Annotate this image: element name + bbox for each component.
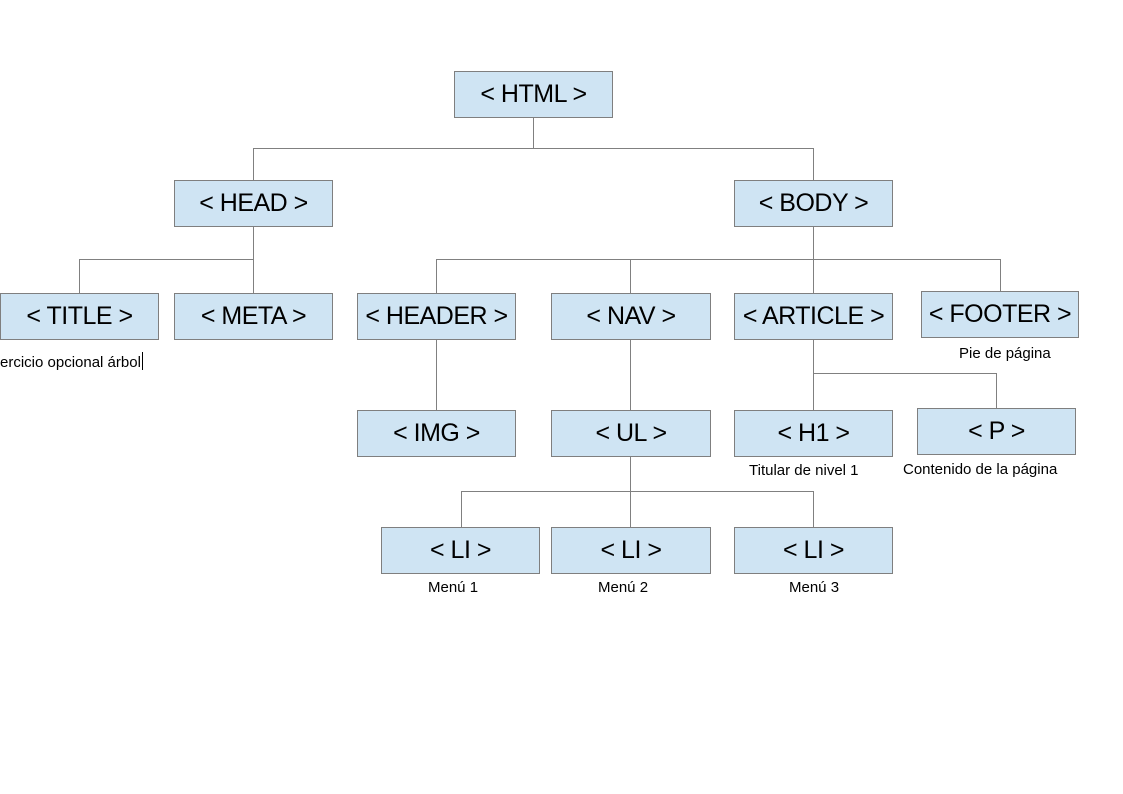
li-3-note: Menú 3 [789, 579, 840, 596]
text-cursor [141, 352, 143, 370]
edge-head-bus [79, 259, 254, 260]
edge-li3 [813, 491, 814, 527]
node-ul[interactable]: < UL > [551, 410, 711, 457]
edge-nav [630, 259, 631, 293]
title-note[interactable]: ercicio opcional árbol [0, 352, 143, 371]
node-p[interactable]: < P > [917, 408, 1076, 455]
p-note: Contenido de la página [903, 461, 1058, 478]
node-h1[interactable]: < H1 > [734, 410, 893, 457]
node-title[interactable]: < TITLE > [0, 293, 159, 340]
node-meta[interactable]: < META > [174, 293, 333, 340]
edge-title [79, 259, 80, 293]
li-2-note: Menú 2 [598, 579, 649, 596]
node-li-2[interactable]: < LI > [551, 527, 711, 574]
title-note-text[interactable]: ercicio opcional árbol [0, 354, 141, 371]
node-article[interactable]: < ARTICLE > [734, 293, 893, 340]
edge-head [253, 148, 254, 180]
node-body[interactable]: < BODY > [734, 180, 893, 227]
edge-li1 [461, 491, 462, 527]
edge-body-bus [436, 259, 1001, 260]
edge-article-bus [813, 373, 997, 374]
node-img[interactable]: < IMG > [357, 410, 516, 457]
edge-footer [1000, 259, 1001, 291]
edge-ul-bus [461, 491, 814, 492]
li-1-note: Menú 1 [428, 579, 479, 596]
footer-note: Pie de página [959, 345, 1051, 362]
edge-h1 [813, 339, 814, 410]
edge-body [813, 148, 814, 180]
edge-p [996, 373, 997, 408]
node-head[interactable]: < HEAD > [174, 180, 333, 227]
node-li-1[interactable]: < LI > [381, 527, 540, 574]
node-header[interactable]: < HEADER > [357, 293, 516, 340]
edge-ul [630, 339, 631, 410]
node-li-3[interactable]: < LI > [734, 527, 893, 574]
h1-note: Titular de nivel 1 [749, 462, 859, 479]
edge-html-bus [253, 148, 814, 149]
node-footer[interactable]: < FOOTER > [921, 291, 1079, 338]
edge-img [436, 339, 437, 410]
edge-header [436, 259, 437, 293]
edge-html [533, 117, 534, 148]
node-html[interactable]: < HTML > [454, 71, 613, 118]
node-nav[interactable]: < NAV > [551, 293, 711, 340]
